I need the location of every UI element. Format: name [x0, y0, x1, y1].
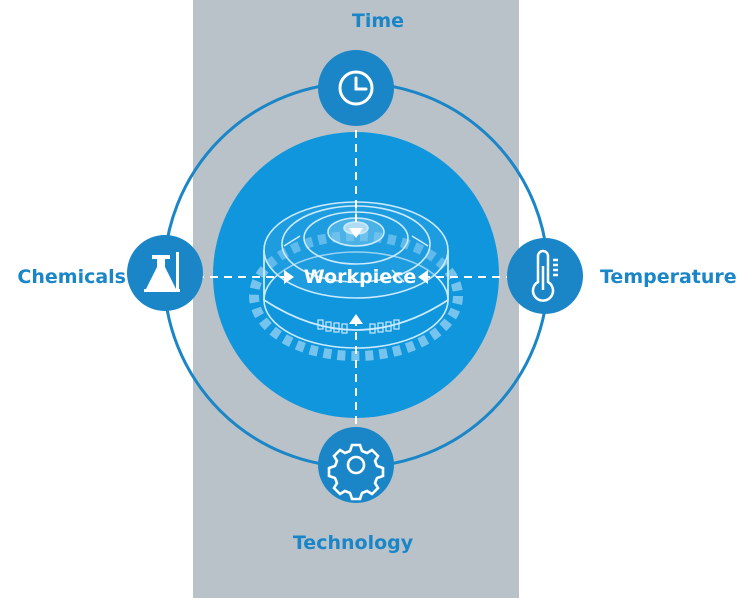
thermometer-icon: [531, 249, 558, 302]
clock-icon: [338, 70, 374, 106]
side-slots: [317, 319, 400, 334]
connector-lines: [196, 116, 514, 430]
node-time: [318, 50, 394, 126]
label-temperature: Temperature: [600, 266, 737, 288]
arrow-right: [418, 270, 428, 284]
arrow-left: [284, 270, 294, 284]
node-chemicals: [127, 235, 203, 311]
node-temperature: [507, 238, 583, 314]
arrow-bottom: [349, 314, 363, 324]
label-chemicals: Chemicals: [17, 266, 126, 288]
label-time: Time: [351, 10, 405, 32]
center-disc: [213, 132, 499, 418]
gear-teeth: [249, 231, 463, 361]
arrow-top: [349, 228, 363, 238]
gear-icon: [327, 443, 385, 501]
arrow-heads: [284, 228, 428, 324]
flask-icon: [144, 252, 180, 292]
label-technology: Technology: [292, 532, 414, 554]
node-technology: [318, 427, 394, 503]
label-workpiece: Workpiece: [303, 266, 417, 288]
workpiece-illustration: [249, 201, 463, 361]
